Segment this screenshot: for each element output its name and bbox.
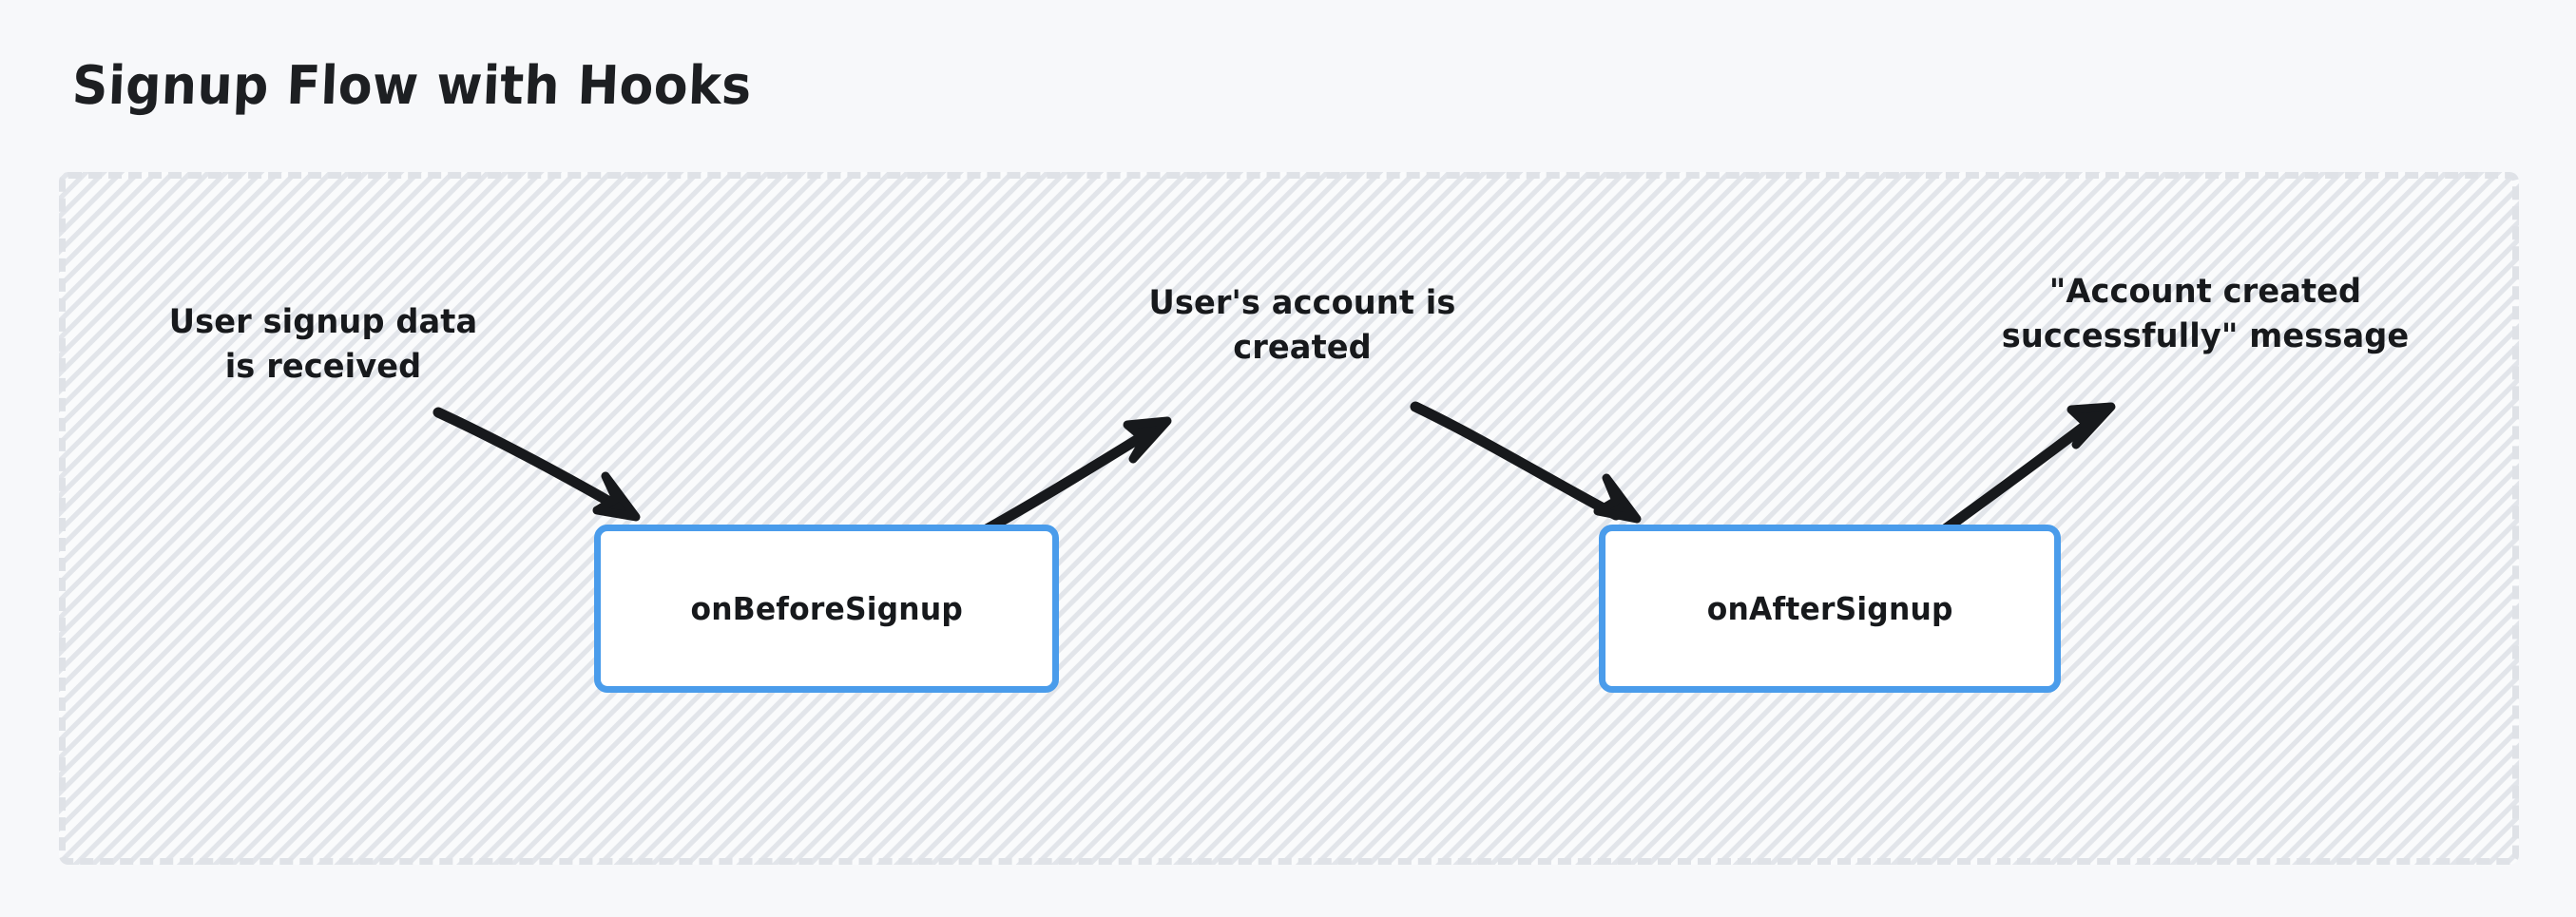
page-title: Signup Flow with Hooks <box>70 55 754 117</box>
node-on-before-signup[interactable]: onBeforeSignup <box>594 525 1059 693</box>
label-success-message: "Account created successfully" message <box>2001 273 2410 355</box>
node-on-before-signup-label: onBeforeSignup <box>690 590 963 627</box>
label-account-created: User's account is created <box>1148 284 1456 367</box>
label-signup-data: User signup data is received <box>168 303 478 386</box>
node-on-after-signup-label: onAfterSignup <box>1706 590 1953 627</box>
diagram-canvas <box>59 172 2519 865</box>
node-on-after-signup[interactable]: onAfterSignup <box>1599 525 2061 693</box>
